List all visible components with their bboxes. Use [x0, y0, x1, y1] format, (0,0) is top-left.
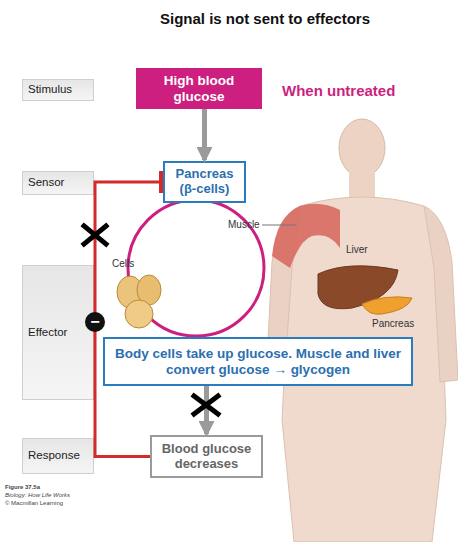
- pancreas-organ: [362, 297, 412, 314]
- x-stroke: [194, 396, 218, 414]
- leader-line: [262, 225, 296, 226]
- x-stroke: [84, 226, 106, 244]
- node-text: Response: [28, 449, 88, 462]
- blocked-mark: [194, 396, 218, 414]
- feedback-line: [95, 182, 161, 457]
- x-stroke: [84, 226, 106, 244]
- node-text: Stimulus: [28, 83, 88, 96]
- response-arrow: [204, 386, 209, 434]
- stimulus-box: High blood glucose: [136, 68, 262, 109]
- node-text: High blood glucose: [144, 73, 254, 104]
- head: [339, 119, 385, 177]
- effector-box: Body cells take up glucose. Muscle and l…: [103, 337, 413, 386]
- cell: [125, 300, 153, 328]
- part-label: Muscle: [228, 219, 260, 230]
- stimulus-arrow: [202, 109, 207, 160]
- stage-band: Effector: [22, 265, 94, 400]
- sensor-box: Pancreas (β-cells): [163, 161, 246, 203]
- arm: [424, 206, 458, 382]
- node-text: Effector: [28, 326, 88, 339]
- stage-band: Response: [22, 438, 94, 474]
- blocked-mark: [84, 226, 106, 244]
- part-label: Liver: [346, 244, 368, 255]
- diagram-title: Signal is not sent to effectors: [110, 10, 420, 27]
- figure-credit: Biology: How Life Works: [5, 492, 70, 498]
- part-label: Pancreas: [372, 318, 414, 329]
- condition-note: When untreated: [282, 82, 395, 99]
- part-label: Cells: [112, 258, 134, 269]
- human-figure: [266, 119, 458, 542]
- node-text: Pancreas (β-cells): [169, 167, 240, 197]
- node-text: Sensor: [28, 176, 88, 189]
- stage-band: Stimulus: [22, 79, 94, 101]
- response-box: Blood glucose decreases: [150, 435, 263, 478]
- cells-illustration: [117, 275, 161, 328]
- muscle-highlight: [272, 204, 340, 268]
- figure-credit: Figure 37.5a: [5, 484, 40, 490]
- x-stroke: [194, 396, 218, 414]
- negative-sign: −: [85, 312, 105, 332]
- node-text: Blood glucose decreases: [156, 442, 257, 472]
- figure-credit: © Macmillan Learning: [5, 500, 63, 506]
- negative-feedback-symbol: [85, 312, 105, 332]
- node-text: Body cells take up glucose. Muscle and l…: [113, 346, 403, 377]
- stage-band: Sensor: [22, 171, 94, 195]
